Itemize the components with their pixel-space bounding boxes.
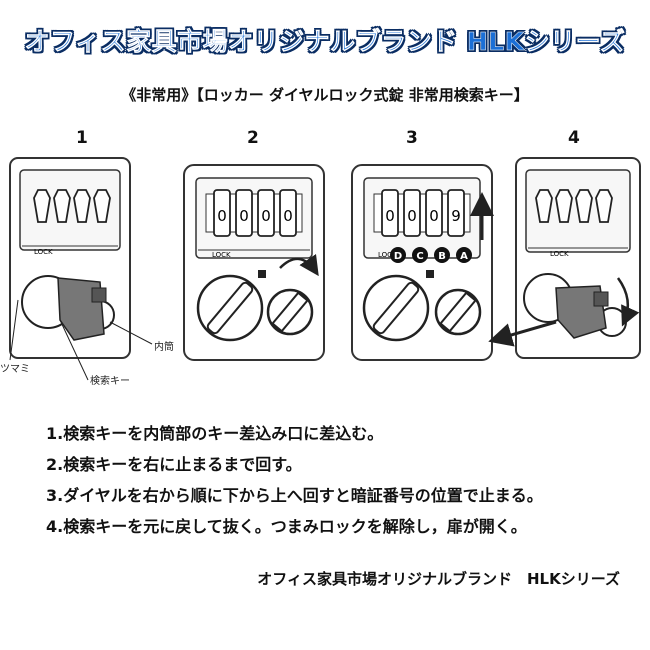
callout-tsumami: ツマミ (0, 364, 30, 375)
lock-label-4: LOCK (550, 250, 569, 258)
step-3-lock-panel: 0 0 0 9 LOCK D C B A (351, 164, 494, 361)
step-number-2: 2 (247, 128, 259, 148)
dial-digit: 0 (239, 207, 249, 225)
footer-brand: オフィス家具市場オリジナルブランド HLKシリーズ (257, 570, 620, 588)
rotate-right-arrow (279, 253, 319, 277)
lock-label-1: LOCK (34, 248, 53, 256)
dial-digit: 9 (451, 207, 461, 225)
lock-label-3: LOCK (378, 251, 397, 259)
order-letter: D (394, 251, 402, 262)
rotate-back-arrow (616, 277, 640, 327)
dial-digit: 0 (261, 207, 271, 225)
order-letter: A (460, 251, 468, 262)
lock-label-2: LOCK (212, 251, 231, 259)
lock-procedure-diagram: LOCK 0 0 0 0 LOCK (9, 157, 641, 381)
order-badge-b (434, 247, 450, 263)
page-subtitle: 《非常用》【ロッカー ダイヤルロック式錠 非常用検索キー】 (121, 86, 529, 104)
padlock-icon (258, 270, 266, 278)
pull-out-arrow (488, 320, 557, 347)
step-1-lock-panel: LOCK (9, 157, 153, 381)
order-letter: C (416, 251, 423, 262)
step-number-3: 3 (406, 128, 418, 148)
order-badge-d (390, 247, 406, 263)
step-4-lock-panel: LOCK (488, 157, 641, 359)
order-badge-a (456, 247, 472, 263)
instruction-step-4: 4.検索キーを元に戻して抜く。つまみロックを解除し，扉が開く。 (46, 517, 527, 536)
callout-key: 検索キー (90, 376, 130, 387)
instruction-list: 1.検索キーを内筒部のキー差込み口に差込む。 2.検索キーを右に止まるまで回す。… (46, 418, 543, 542)
instruction-step-3: 3.ダイヤルを右から順に下から上へ回すと暗証番号の位置で止まる。 (46, 486, 543, 505)
step-2-lock-panel: 0 0 0 0 LOCK (183, 164, 325, 361)
dial-digit: 0 (217, 207, 227, 225)
dial-digit: 0 (385, 207, 395, 225)
brand-banner: オフィス家具市場オリジナルブランド HLKシリーズ (24, 27, 626, 57)
step-number-1: 1 (76, 128, 88, 148)
dial-digit: 0 (407, 207, 417, 225)
instruction-step-2: 2.検索キーを右に止まるまで回す。 (46, 455, 302, 474)
callout-naitou: 内筒 (154, 342, 174, 353)
dial-digit: 0 (429, 207, 439, 225)
order-badge-c (412, 247, 428, 263)
step-number-4: 4 (568, 128, 580, 148)
order-letter: B (438, 251, 446, 262)
instruction-step-1: 1.検索キーを内筒部のキー差込み口に差込む。 (46, 424, 384, 443)
dial-digit: 0 (283, 207, 293, 225)
